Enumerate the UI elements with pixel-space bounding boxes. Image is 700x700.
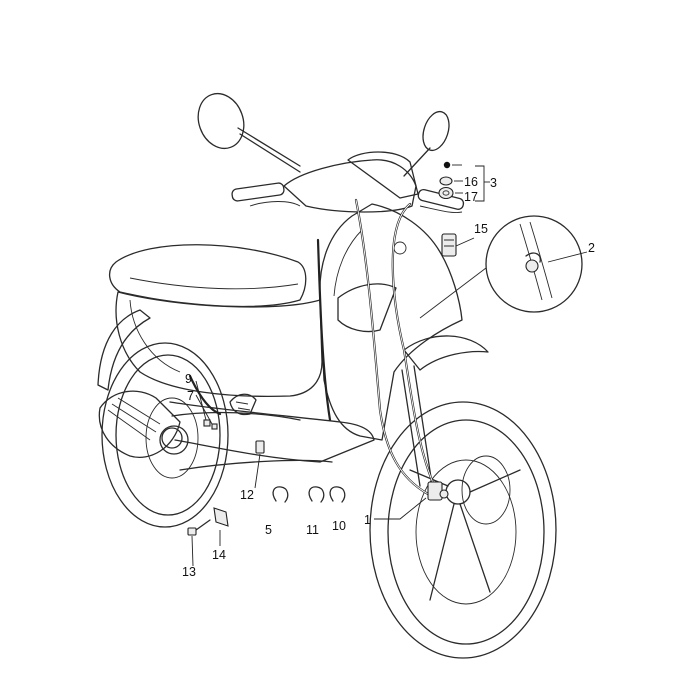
floorboard [169,401,375,463]
brake-cables [188,198,438,496]
callout-labels: 1 2 3 5 7 9 10 11 12 13 14 15 16 17 [182,175,595,579]
callout-15: 15 [474,222,488,236]
callout-1: 1 [364,513,371,527]
front-fork [401,365,433,487]
callout-16: 16 [464,175,478,189]
callout-17: 17 [464,190,478,204]
callout-2: 2 [588,241,595,255]
callout-12: 12 [240,488,254,502]
callout-13: 13 [182,565,196,579]
front-wheel [369,401,557,659]
callout-7: 7 [187,389,194,403]
rear-body [115,291,323,397]
callout-3: 3 [490,176,497,190]
rear-mudguard [97,309,151,391]
detail-circle-2 [419,215,583,319]
leader-lines [191,164,588,567]
callout-11: 11 [306,523,319,537]
engine-swingarm [98,390,333,471]
side-vents [229,393,257,416]
parts-16-17 [438,161,454,200]
parts-13-14 [187,507,229,536]
parts-7-9 [203,419,218,430]
right-mirror [403,110,450,177]
front-mudguard [403,335,489,371]
callout-14: 14 [212,548,226,562]
part-12-grommet [255,440,265,454]
callout-5: 5 [265,523,272,537]
rings-group [272,486,346,503]
rear-wheel [101,342,229,528]
seat [109,244,307,308]
left-mirror [197,92,301,173]
part-15-clip [441,233,457,257]
handlebar [231,151,465,213]
front-brake-caliper [427,481,449,501]
leg-shield [319,203,463,441]
scooter-illustration [97,92,557,659]
callout-10: 10 [332,519,346,533]
callout-9: 9 [185,372,192,386]
